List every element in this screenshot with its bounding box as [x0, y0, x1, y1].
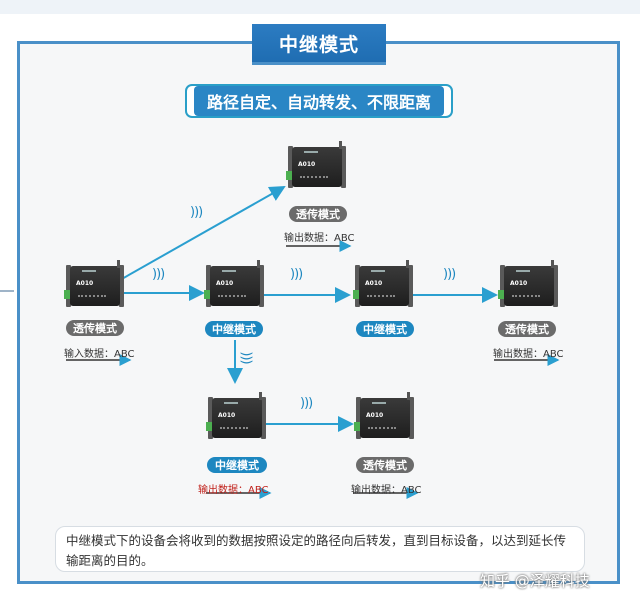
node-3-mode-label: 中继模式	[356, 321, 414, 337]
left-tick	[0, 290, 14, 292]
node-4-data-note: 输出数据：ABC	[284, 233, 355, 244]
device-node-7: A010	[354, 392, 414, 440]
wifi-signal-icon: )))	[238, 351, 254, 364]
wifi-signal-icon: )))	[190, 205, 203, 220]
node-4-mode-label: 透传模式	[289, 206, 347, 222]
description-text: 中继模式下的设备会将收到的数据按照设定的路径向后转发，直到目标设备，以达到延长传…	[66, 533, 567, 568]
diagram-title: 中继模式	[252, 24, 386, 65]
node-5-data-note: 输出数据：ABC	[493, 349, 564, 360]
node-1-mode-label: 透传模式	[66, 320, 124, 336]
wifi-signal-icon: )))	[152, 267, 165, 282]
watermark: 知乎 @泽耀科技	[480, 572, 590, 590]
subtitle-text: 路径自定、自动转发、不限距离	[194, 86, 444, 116]
node-6-data-note: 输出数据：ABC	[198, 485, 269, 496]
device-node-3: A010	[353, 260, 413, 308]
device-node-6: A010	[206, 392, 266, 440]
device-node-5: A010	[498, 260, 558, 308]
subtitle-banner: 路径自定、自动转发、不限距离	[185, 84, 453, 118]
node-2-mode-label: 中继模式	[205, 321, 263, 337]
device-node-4: A010	[286, 141, 346, 189]
node-7-data-note: 输出数据：ABC	[351, 485, 422, 496]
device-node-2: A010	[204, 260, 264, 308]
wifi-signal-icon: )))	[290, 267, 303, 282]
node-1-data-note: 输入数据：ABC	[64, 349, 135, 360]
link-n1-n4	[119, 186, 286, 281]
wifi-signal-icon: )))	[443, 267, 456, 282]
node-7-mode-label: 透传模式	[356, 457, 414, 473]
description-box: 中继模式下的设备会将收到的数据按照设定的路径向后转发，直到目标设备，以达到延长传…	[55, 526, 585, 572]
node-5-mode-label: 透传模式	[498, 321, 556, 337]
wifi-signal-icon: )))	[300, 396, 313, 411]
device-model-label: A010	[76, 280, 94, 287]
top-strip	[0, 0, 640, 14]
node-6-mode-label: 中继模式	[207, 457, 267, 473]
device-node-1: A010	[64, 260, 124, 308]
